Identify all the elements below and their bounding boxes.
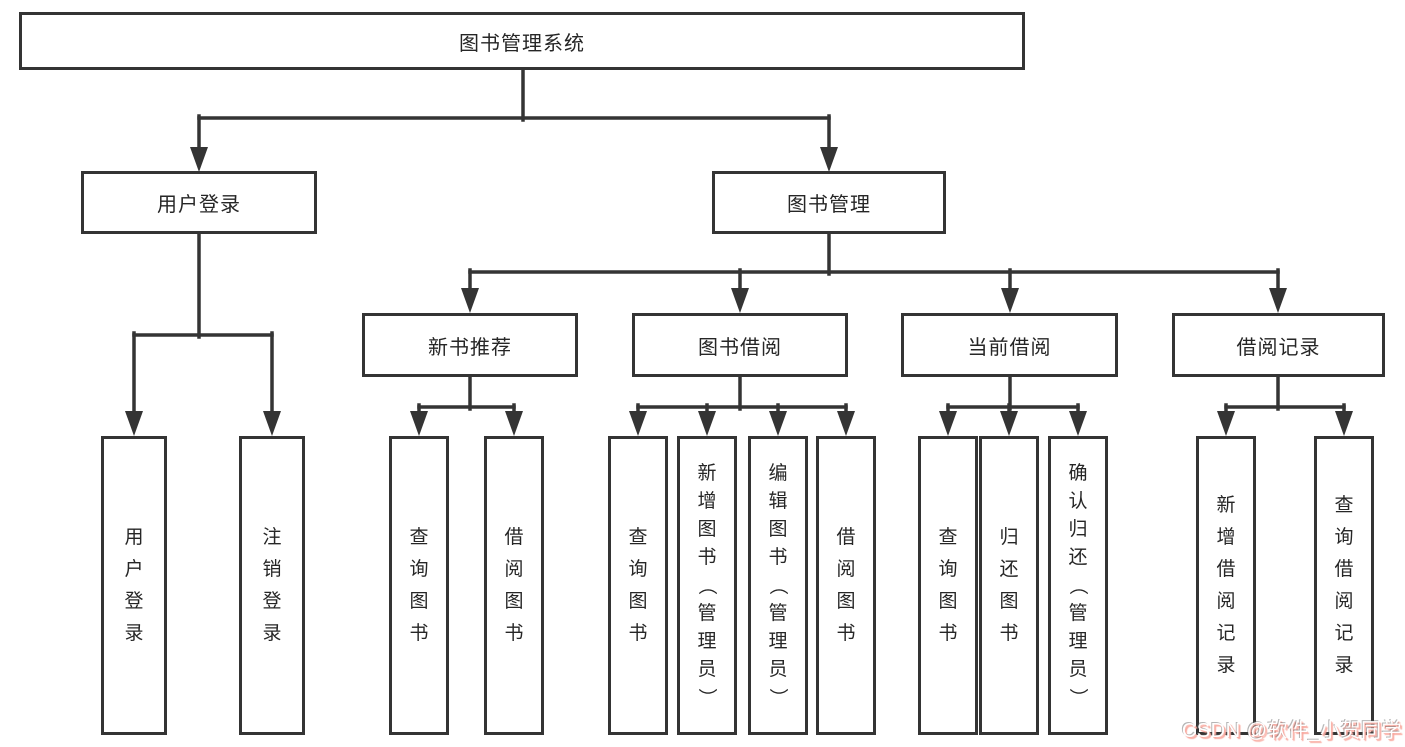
leaf-add-borrow-record: 新增借阅记录 [1196,436,1256,735]
leaf-query-books-recommend: 查询图书 [389,436,449,735]
node-label: 编辑图书（管理员） [767,463,789,708]
node-new-book-recommend: 新书推荐 [362,313,578,377]
node-label: 确认归还（管理员） [1067,463,1089,708]
leaf-query-borrow-record: 查询借阅记录 [1314,436,1374,735]
node-label: 注销登录 [262,527,282,644]
node-label: 图书管理 [787,194,871,216]
node-label: 借阅记录 [1236,336,1321,359]
node-label: 查询图书 [938,527,958,644]
leaf-confirm-return-admin: 确认归还（管理员） [1048,436,1108,735]
leaf-return-books: 归还图书 [979,436,1039,735]
node-label: 新增图书（管理员） [696,463,718,708]
node-current-borrowing: 当前借阅 [901,313,1118,377]
node-label: 新增借阅记录 [1216,495,1236,676]
leaf-user-login: 用户登录 [101,436,167,735]
node-label: 借阅图书 [504,527,524,644]
node-label: 借阅图书 [836,527,856,644]
leaf-edit-books-admin: 编辑图书（管理员） [748,436,808,735]
node-library-system: 图书管理系统 [19,12,1025,70]
node-label: 用户登录 [124,527,144,644]
leaf-add-books-admin: 新增图书（管理员） [677,436,737,735]
node-label: 归还图书 [999,527,1019,644]
node-label: 图书借阅 [698,336,782,359]
node-label: 用户登录 [157,194,241,216]
node-label: 新书推荐 [428,336,512,359]
node-label: 图书管理系统 [459,32,585,55]
csdn-watermark: CSDN @软件_小贺同学 [1181,720,1402,742]
leaf-query-books-current: 查询图书 [918,436,978,735]
leaf-logout: 注销登录 [239,436,305,735]
leaf-query-books-borrowing: 查询图书 [608,436,668,735]
leaf-borrow-books-recommend: 借阅图书 [484,436,544,735]
node-user-login: 用户登录 [81,171,317,234]
node-label: 当前借阅 [967,336,1052,359]
node-label: 查询图书 [409,527,429,644]
node-label: 查询图书 [628,527,648,644]
node-borrowing-records: 借阅记录 [1172,313,1385,377]
node-book-borrowing: 图书借阅 [632,313,848,377]
node-book-management: 图书管理 [712,171,946,234]
node-label: 查询借阅记录 [1334,495,1354,676]
leaf-borrow-books-borrowing: 借阅图书 [816,436,876,735]
